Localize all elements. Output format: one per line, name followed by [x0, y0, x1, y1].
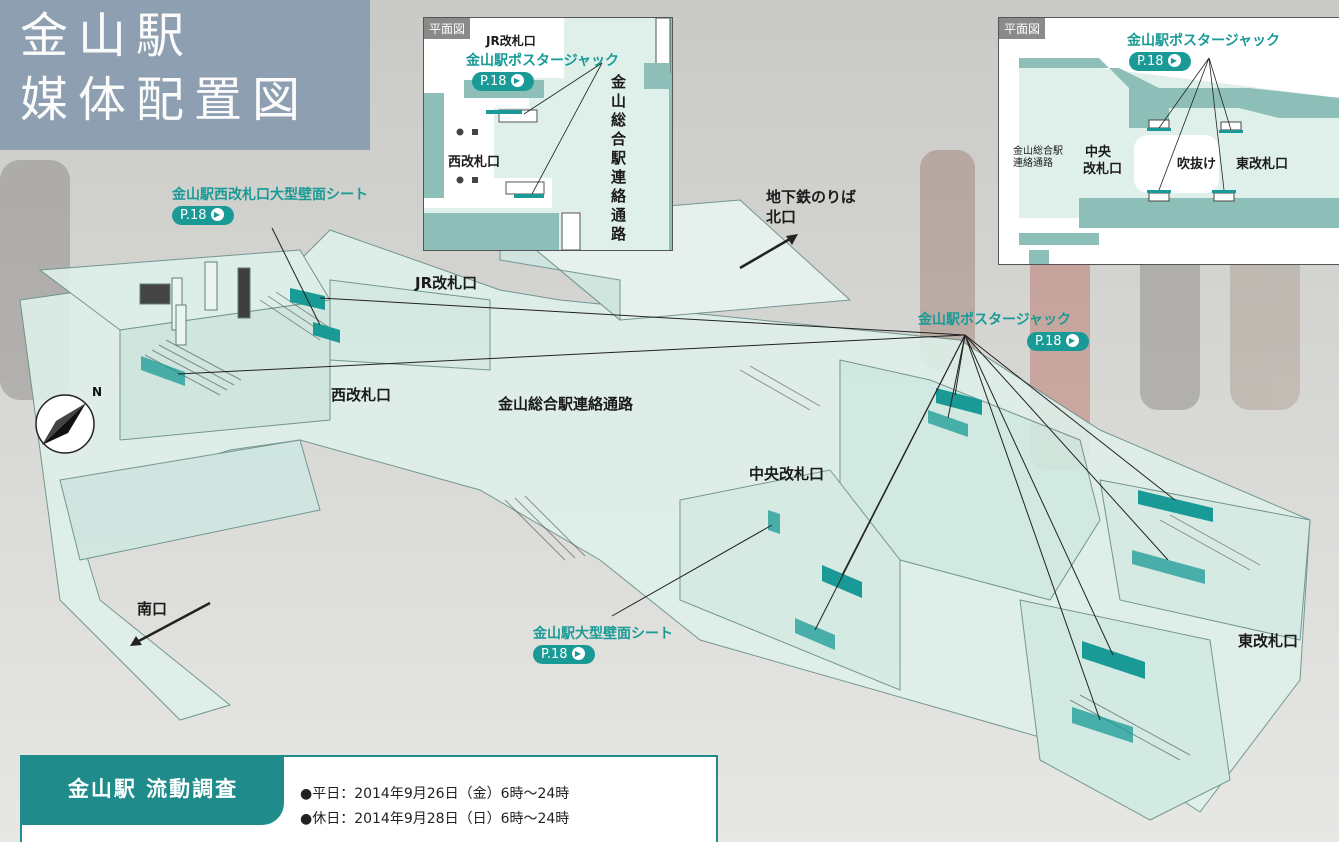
plan-tag-east: 平面図	[999, 18, 1046, 39]
inset-west-poster-jack-label: 金山駅ポスタージャック	[466, 53, 620, 69]
page-title-line1: 金山駅	[20, 8, 195, 64]
poster-jack-label: 金山駅ポスタージャック	[918, 312, 1072, 328]
page-title-line2: 媒体配置図	[20, 72, 311, 128]
big-wall-sheet-badge[interactable]: P.18▶	[533, 645, 595, 664]
west-wall-sheet-badge[interactable]: P.18▶	[172, 206, 234, 225]
inset-plan-east-drawing	[999, 18, 1339, 264]
jr-gate-label: JR改札口	[415, 274, 478, 292]
south-exit-label: 南口	[137, 600, 168, 618]
play-icon: ▶	[510, 74, 524, 87]
compass-icon	[35, 394, 95, 454]
inset-plan-west: 平面図 JR改札口 金山駅ポスタージャック P.18▶ 西改札口 金山総合駅連絡…	[423, 17, 673, 251]
inset-plan-east: 平面図 金山駅ポスタージャック P.18▶ 金山総合駅 連絡通路 中央 改札口 …	[998, 17, 1339, 265]
subway-north-label-2: 北口	[766, 208, 797, 226]
inset-east-center-gate-label-2: 改札口	[1083, 162, 1123, 177]
inset-west-jr-gate-label: JR改札口	[486, 34, 536, 48]
play-icon: ▶	[1065, 334, 1079, 347]
play-icon: ▶	[210, 208, 224, 221]
play-icon: ▶	[1167, 54, 1181, 67]
survey-holiday: ●休日：2014年9月28日（日）6時〜24時	[300, 811, 570, 827]
inset-west-page-badge[interactable]: P.18▶	[472, 72, 534, 91]
west-wall-sheet-label: 金山駅西改札口大型壁面シート	[172, 187, 368, 203]
flow-survey-panel: 金山駅 流動調査 ●平日：2014年9月26日（金）6時〜24時 ●休日：201…	[20, 755, 718, 842]
badge-text: P.18	[1137, 54, 1164, 69]
inset-east-center-gate-label-1: 中央	[1085, 145, 1112, 160]
survey-title: 金山駅 流動調査	[22, 757, 284, 825]
survey-weekday: ●平日：2014年9月26日（金）6時〜24時	[300, 786, 570, 802]
inset-plan-west-drawing	[424, 18, 672, 250]
badge-text: P.18	[180, 208, 207, 223]
inset-east-atrium-label: 吹抜け	[1177, 157, 1217, 172]
badge-text: P.18	[1035, 334, 1062, 349]
plan-tag-west: 平面図	[424, 18, 471, 39]
play-icon: ▶	[571, 647, 585, 660]
compass-north-label: N	[92, 385, 103, 399]
title-panel: 金山駅 媒体配置図	[0, 0, 370, 150]
inset-east-east-gate-label: 東改札口	[1236, 157, 1289, 172]
center-gate-label: 中央改札口	[749, 465, 825, 483]
east-gate-label: 東改札口	[1238, 632, 1299, 650]
passage-label: 金山総合駅連絡通路	[498, 395, 634, 413]
inset-east-poster-jack-label: 金山駅ポスタージャック	[1127, 33, 1281, 49]
subway-north-label-1: 地下鉄のりば	[766, 188, 857, 206]
inset-west-west-gate-label: 西改札口	[448, 155, 501, 170]
inset-east-passage-label-1: 金山総合駅	[1013, 146, 1063, 157]
inset-east-page-badge[interactable]: P.18▶	[1129, 52, 1191, 71]
big-wall-sheet-label: 金山駅大型壁面シート	[533, 626, 673, 642]
poster-jack-badge[interactable]: P.18▶	[1027, 332, 1089, 351]
inset-east-passage-label-2: 連絡通路	[1013, 158, 1053, 169]
badge-text: P.18	[541, 647, 568, 662]
badge-text: P.18	[480, 74, 507, 89]
west-gate-label: 西改札口	[331, 386, 392, 404]
inset-west-passage-label: 金山総合駅連絡通路	[611, 73, 627, 243]
